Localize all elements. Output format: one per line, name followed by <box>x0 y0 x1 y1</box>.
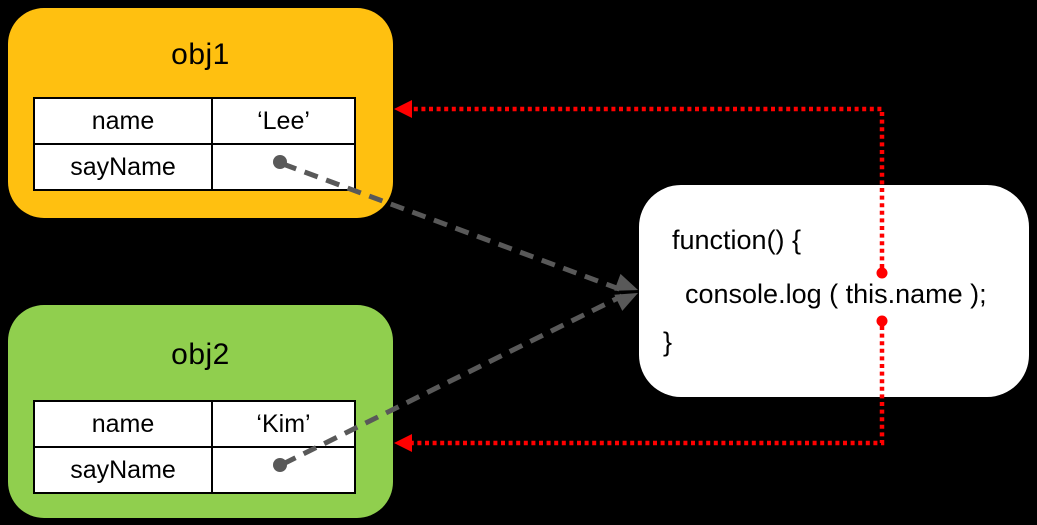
table-row: sayName <box>33 143 356 191</box>
function-box: function() { console.log ( this.name ); … <box>639 185 1029 397</box>
code-line-console-log: console.log ( this.name ); <box>685 279 987 309</box>
table-row: name ‘Lee’ <box>33 97 356 145</box>
obj1-sayname-key-cell: sayName <box>33 143 213 191</box>
obj1-name-value-cell: ‘Lee’ <box>211 97 356 145</box>
obj2-property-table: name ‘Kim’ sayName <box>33 400 356 494</box>
obj1-name-key-cell: name <box>33 97 213 145</box>
obj1-box: obj1 name ‘Lee’ sayName <box>8 8 393 218</box>
obj2-name-key-cell: name <box>33 400 213 448</box>
obj2-name-value-cell: ‘Kim’ <box>211 400 356 448</box>
obj1-title: obj1 <box>171 38 230 71</box>
obj2-box: obj2 name ‘Kim’ sayName <box>8 305 393 518</box>
table-row: name ‘Kim’ <box>33 400 356 448</box>
obj1-sayname-value-cell <box>211 143 356 191</box>
table-row: sayName <box>33 446 356 494</box>
gray-arrowhead-obj2 <box>614 293 638 311</box>
gray-arrowhead-obj1 <box>614 273 638 291</box>
code-line-function-close: } <box>663 327 673 357</box>
obj2-sayname-value-cell <box>211 446 356 494</box>
red-arrowhead-obj2 <box>394 434 412 452</box>
code-line-function-open: function() { <box>672 225 802 255</box>
obj2-sayname-key-cell: sayName <box>33 446 213 494</box>
obj1-property-table: name ‘Lee’ sayName <box>33 97 356 191</box>
red-arrowhead-obj1 <box>394 100 412 118</box>
obj2-title: obj2 <box>171 338 230 371</box>
